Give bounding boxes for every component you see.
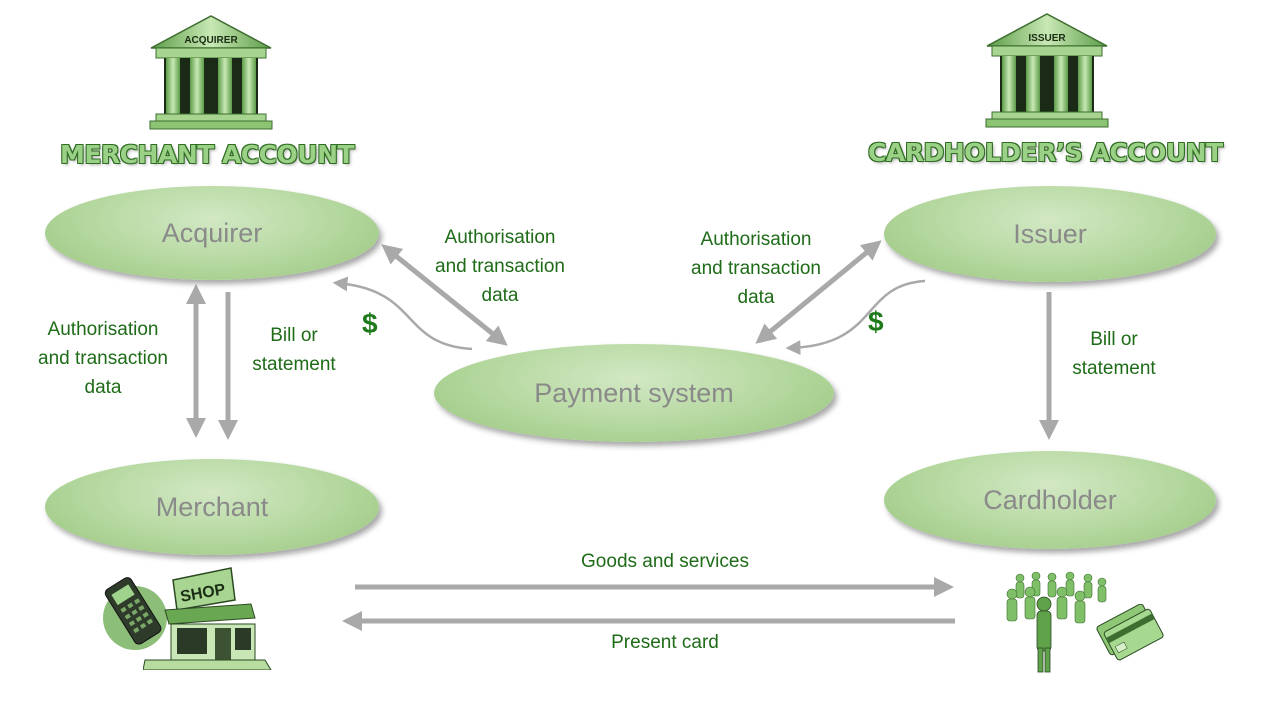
payment-system-node: Payment system xyxy=(434,344,834,442)
shop-icon: SHOP xyxy=(143,567,272,670)
issuer-node: Issuer xyxy=(884,186,1216,282)
cardholder-account-heading: CARDHOLDER’S ACCOUNT xyxy=(868,138,1223,167)
issuer-bank-icon: ISSUER xyxy=(985,13,1109,128)
curve-arrow-right xyxy=(785,279,926,356)
people-crowd-icon xyxy=(1006,571,1107,673)
issuer-label: Issuer xyxy=(1013,218,1087,249)
merchant-label: Merchant xyxy=(155,491,269,522)
issuer-sign: ISSUER xyxy=(1028,33,1066,44)
acquirer-label: Acquirer xyxy=(161,217,263,248)
merchant-account-heading: MERCHANT ACCOUNT xyxy=(60,140,355,169)
payment-system-label: Payment system xyxy=(534,377,734,408)
acquirer-bank-icon: ACQUIRER xyxy=(149,15,273,130)
arrow-acquirer-payment xyxy=(381,244,508,346)
dollar-right: $ xyxy=(868,306,884,337)
cardholder-node: Cardholder xyxy=(884,451,1216,549)
acquirer-sign: ACQUIRER xyxy=(184,35,238,46)
goods-label: Goods and services xyxy=(581,551,749,572)
present-card-label: Present card xyxy=(611,632,719,653)
cardholder-label: Cardholder xyxy=(983,484,1117,515)
merchant-node: Merchant xyxy=(45,459,379,555)
curve-arrow-left xyxy=(332,276,473,351)
acquirer-node: Acquirer xyxy=(45,186,379,280)
arrow-issuer-payment xyxy=(755,240,882,344)
credit-cards-icon xyxy=(1096,604,1164,661)
dollar-left: $ xyxy=(362,308,378,339)
card-terminal-icon xyxy=(103,577,167,650)
